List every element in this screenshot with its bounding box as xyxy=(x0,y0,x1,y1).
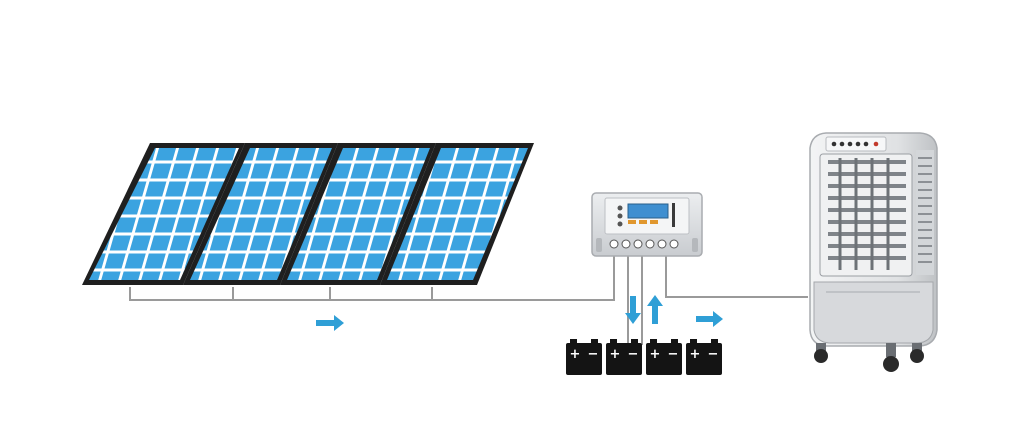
battery-plus-label: + xyxy=(650,347,661,362)
solar-panel-array xyxy=(82,143,534,285)
arrow-right-icon xyxy=(316,315,344,331)
battery-minus-label: − xyxy=(588,347,599,362)
battery-icon: + − xyxy=(606,339,642,375)
battery-bank: + − + − + − + − xyxy=(566,339,722,375)
charge-controller-icon xyxy=(591,192,703,257)
solar-panel-icon xyxy=(380,143,534,285)
battery-plus-label: + xyxy=(570,347,581,362)
battery-plus-label: + xyxy=(610,347,621,362)
battery-minus-label: − xyxy=(628,347,639,362)
arrow-down-icon xyxy=(625,296,641,324)
battery-plus-label: + xyxy=(690,347,701,362)
solar-panel-icon xyxy=(82,143,245,285)
battery-icon: + − xyxy=(686,339,722,375)
battery-icon: + − xyxy=(646,339,682,375)
arrow-right-icon xyxy=(696,311,723,327)
battery-minus-label: − xyxy=(708,347,719,362)
solar-panel-icon xyxy=(183,143,338,285)
arrow-up-icon xyxy=(647,295,663,324)
evaporative-air-cooler-icon xyxy=(809,132,938,372)
battery-icon: + − xyxy=(566,339,602,375)
wiring xyxy=(129,256,808,345)
solar-panel-icon xyxy=(280,143,436,285)
battery-minus-label: − xyxy=(668,347,679,362)
